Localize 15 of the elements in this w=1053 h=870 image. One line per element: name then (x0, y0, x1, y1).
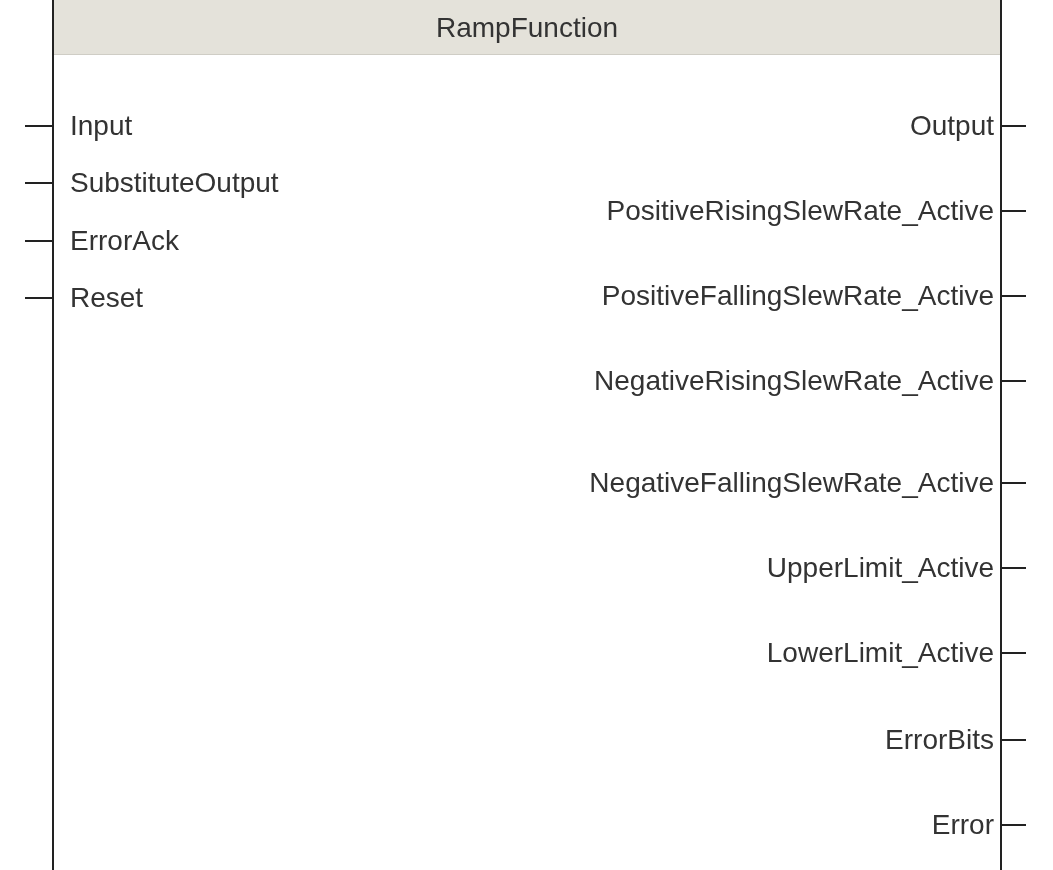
input-pin-label: SubstituteOutput (70, 167, 279, 199)
output-pin-label: LowerLimit_Active (766, 637, 994, 669)
output-pin-label: PositiveRisingSlewRate_Active (606, 195, 994, 227)
input-pin-label: Input (70, 110, 133, 142)
output-pin-label: NegativeFallingSlewRate_Active (589, 467, 994, 499)
output-pin-label: NegativeRisingSlewRate_Active (594, 365, 994, 397)
output-pin-label: PositiveFallingSlewRate_Active (601, 280, 994, 312)
function-block (52, 0, 1002, 870)
block-title: RampFunction (434, 12, 620, 44)
output-pin-label: Output (909, 110, 994, 142)
output-pin-label: Error (931, 809, 994, 841)
output-pin-label: ErrorBits (885, 724, 994, 756)
input-pin-label: ErrorAck (70, 225, 179, 257)
output-pin-label: UpperLimit_Active (766, 552, 994, 584)
input-pin-label: Reset (70, 282, 144, 314)
